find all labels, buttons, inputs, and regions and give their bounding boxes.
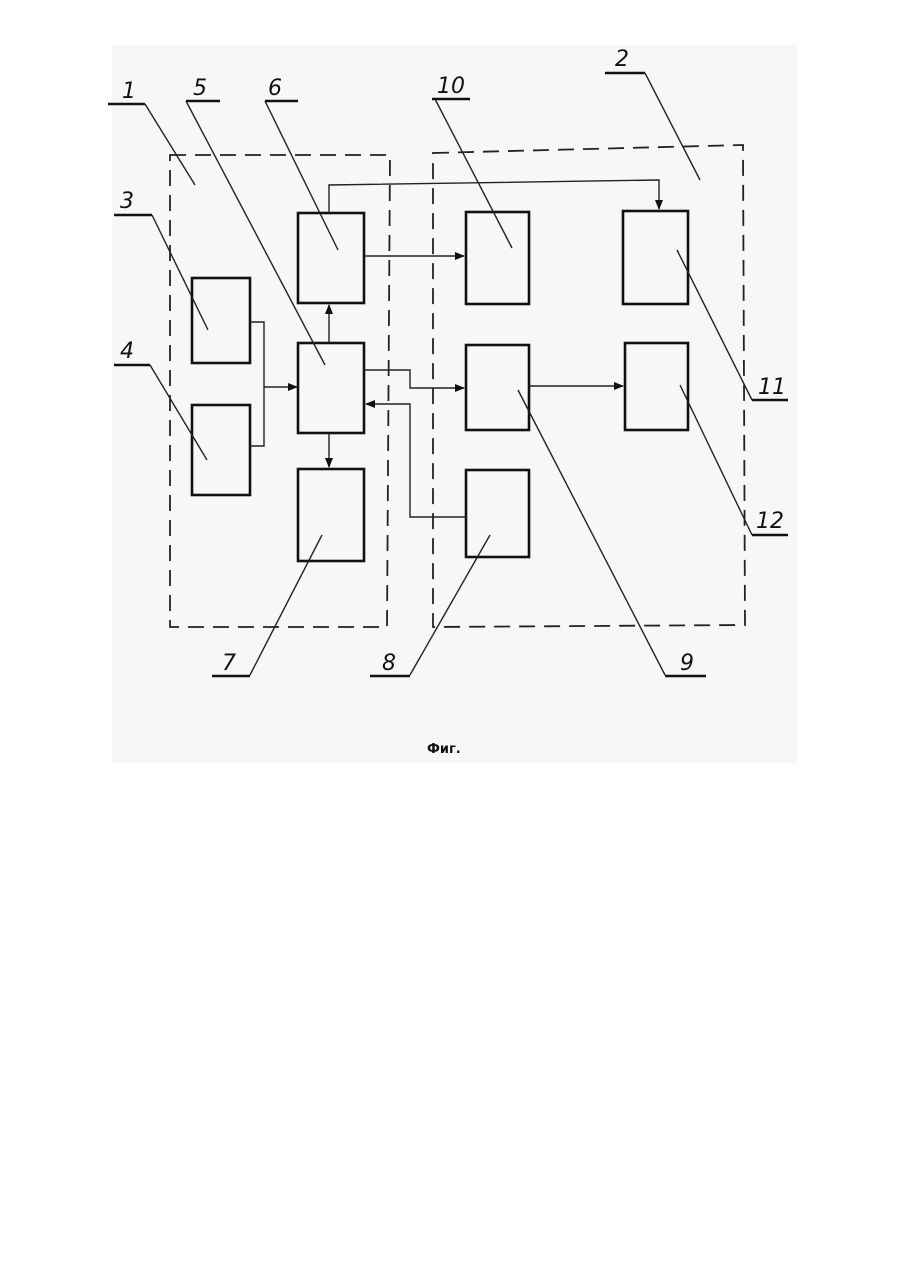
leader-8 [410,535,490,675]
link-3-4-bus [250,322,264,446]
figure-caption: Фиг. [427,742,461,757]
leader-2 [645,73,700,180]
leader-5 [186,101,325,365]
label-6: 6 [268,76,282,101]
block-10 [466,212,529,304]
block-11 [623,211,688,304]
block-5 [298,343,364,433]
label-1: 1 [122,79,136,104]
block-3 [192,278,250,363]
leader-7 [250,535,322,675]
leader-6 [265,101,338,250]
label-7: 7 [222,651,236,676]
block-6 [298,213,364,303]
block-9 [466,345,529,430]
block-12 [625,343,688,430]
label-9: 9 [680,651,694,676]
label-3: 3 [120,189,134,214]
label-2: 2 [615,47,629,72]
leader-9 [518,390,665,675]
leader-4 [150,365,207,460]
label-12: 12 [756,509,784,534]
leader-3 [152,215,208,330]
leader-12 [680,385,752,535]
link-5-to-9 [364,370,464,388]
label-11: 11 [758,375,786,400]
block-7 [298,469,364,561]
module-1-boundary [170,155,390,627]
label-8: 8 [382,651,396,676]
block-8 [466,470,529,557]
label-5: 5 [193,76,207,101]
label-4: 4 [120,339,134,364]
leader-10 [435,99,512,248]
label-10: 10 [437,74,465,99]
link-8-to-5 [366,404,466,517]
link-6-to-11 [329,180,659,213]
